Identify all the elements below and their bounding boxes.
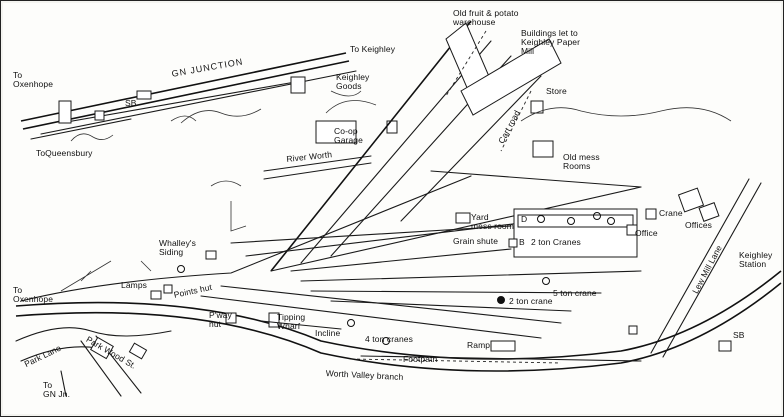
crane-symbol xyxy=(347,319,355,327)
tipping-wharf-label: Tipping Wharf xyxy=(277,312,306,331)
b-marker-label: B xyxy=(519,237,525,247)
lew-mill-lane xyxy=(650,178,762,358)
points-hut-building xyxy=(163,284,173,294)
lineside-hut xyxy=(628,325,638,335)
ramp-label: Ramp xyxy=(467,340,491,350)
crane-symbol xyxy=(177,265,185,273)
lamps-hut xyxy=(150,290,162,300)
coop-garage-label: Co-op Garage xyxy=(334,126,363,145)
keighley-goods-building xyxy=(290,76,306,94)
crane-symbol xyxy=(537,215,545,223)
four-ton-cranes-label: 4 ton cranes xyxy=(365,334,413,344)
lamps-label: Lamps xyxy=(121,280,148,290)
crane-symbol xyxy=(382,337,390,345)
crane-symbol xyxy=(593,212,601,220)
junction-building xyxy=(58,100,72,124)
store-building xyxy=(530,100,544,114)
two-ton-crane-label: 2 ton crane xyxy=(509,296,553,306)
to-oxenhope-top-label: To Oxenhope xyxy=(13,70,54,89)
offices-label: Offices xyxy=(685,220,712,230)
crane-symbol xyxy=(542,277,550,285)
keighley-goods-label: Keighley Goods xyxy=(336,72,370,91)
old-mess-rooms-label: Old mess Rooms xyxy=(563,152,600,171)
warehouse-approach-tracks xyxy=(270,20,562,272)
grain-shute-building xyxy=(508,238,518,248)
whalleys-building xyxy=(205,250,217,260)
yard-mess-room-building xyxy=(455,212,471,224)
office-label: Office xyxy=(635,228,658,238)
old-fruit-warehouse-label: Old fruit & potato warehouse xyxy=(453,8,519,27)
two-ton-cranes-label: 2 ton Cranes xyxy=(531,237,581,247)
coop-garage-building xyxy=(315,120,357,144)
office-building xyxy=(626,224,638,236)
crane-platform xyxy=(517,214,634,228)
to-keighley-label: To Keighley xyxy=(350,44,396,54)
crane-symbol xyxy=(497,296,505,304)
d-marker-label: D xyxy=(521,214,528,224)
paper-mill-buildings xyxy=(460,38,562,116)
crane-label: Crane xyxy=(659,208,683,218)
offices-building xyxy=(698,202,720,222)
sb-top-label: SB xyxy=(125,98,137,108)
street-outlines xyxy=(15,327,172,397)
worth-valley-branch-line xyxy=(15,175,782,372)
sb-bottom-label: SB xyxy=(733,330,745,340)
to-gn-jn-label: To GN Jn. xyxy=(43,380,71,399)
paper-mill-label: Buildings let to Keighley Paper Mill xyxy=(521,28,581,56)
to-queensbury-label: ToQueensbury xyxy=(36,148,93,158)
crane-hut xyxy=(645,208,657,220)
footpath-label: Footpath xyxy=(403,354,438,364)
grain-shute-label: Grain shute xyxy=(453,236,499,246)
store-label: Store xyxy=(546,86,567,96)
ramp-structure xyxy=(490,340,516,352)
pway-hut-label: P'way hut xyxy=(209,310,232,329)
signal-box-bottom xyxy=(718,340,732,352)
keighley-station-label: Keighley Station xyxy=(739,250,773,269)
whalleys-siding-label: Whalley's Siding xyxy=(159,238,197,257)
old-mess-rooms-building xyxy=(532,140,554,158)
junction-hut xyxy=(94,110,105,121)
crane-symbol xyxy=(567,217,575,225)
small-shed xyxy=(386,120,398,134)
street-building xyxy=(128,342,148,360)
to-oxenhope-left-label: To Oxenhope xyxy=(13,285,54,304)
pway-hut-building xyxy=(225,312,237,324)
five-ton-crane-label: 5 ton crane xyxy=(553,288,597,298)
signal-box-top xyxy=(136,90,152,100)
incline-label: Incline xyxy=(315,328,341,338)
crane-symbol xyxy=(607,217,615,225)
offices-building xyxy=(677,187,705,213)
yard-mess-room-label: Yard mess room xyxy=(471,212,514,231)
tipping-wharf-building xyxy=(268,312,280,328)
street-building xyxy=(90,336,114,360)
